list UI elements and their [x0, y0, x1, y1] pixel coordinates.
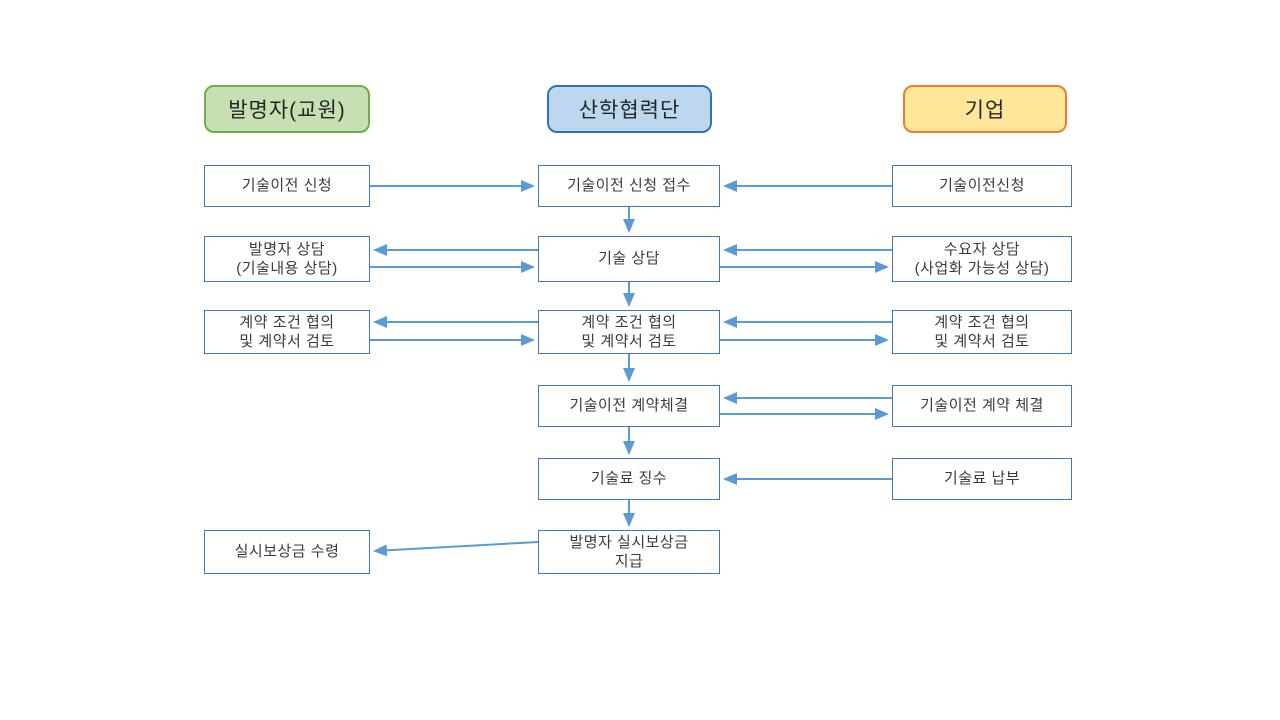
box-tech-transfer-request-company: 기술이전신청 — [892, 165, 1072, 207]
lane-header-inventor: 발명자(교원) — [204, 85, 370, 133]
box-contract-signing-foundation: 기술이전 계약체결 — [538, 385, 720, 427]
box-compensation-receipt: 실시보상금 수령 — [204, 530, 370, 574]
box-tech-transfer-request-receipt: 기술이전 신청 접수 — [538, 165, 720, 207]
box-royalty-payment: 기술료 납부 — [892, 458, 1072, 500]
box-inventor-compensation-payment: 발명자 실시보상금 지급 — [538, 530, 720, 574]
box-consumer-consultation: 수요자 상담 (사업화 가능성 상담) — [892, 236, 1072, 282]
arrow-r6-mid-to-left — [373, 541, 539, 557]
box-inventor-consultation: 발명자 상담 (기술내용 상담) — [204, 236, 370, 282]
box-contract-signing-company: 기술이전 계약 체결 — [892, 385, 1072, 427]
box-contract-negotiation-foundation: 계약 조건 협의 및 계약서 검토 — [538, 310, 720, 354]
box-royalty-collection: 기술료 징수 — [538, 458, 720, 500]
box-tech-transfer-request-inventor: 기술이전 신청 — [204, 165, 370, 207]
box-contract-negotiation-company: 계약 조건 협의 및 계약서 검토 — [892, 310, 1072, 354]
box-tech-consultation: 기술 상담 — [538, 236, 720, 282]
box-contract-negotiation-inventor: 계약 조건 협의 및 계약서 검토 — [204, 310, 370, 354]
lane-header-company: 기업 — [903, 85, 1067, 133]
lane-header-foundation: 산학협력단 — [547, 85, 712, 133]
